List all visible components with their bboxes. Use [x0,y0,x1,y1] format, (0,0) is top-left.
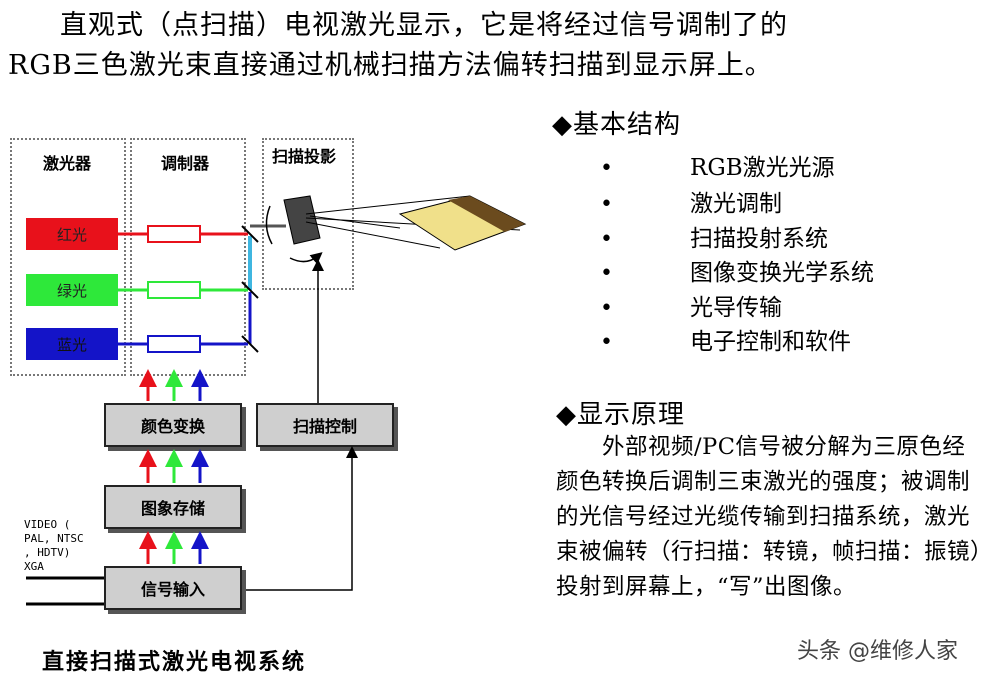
mirror-3 [241,335,259,353]
structure-heading: ◆基本结构 [552,110,681,140]
mirror-1 [241,225,259,243]
structure-item-1: •RGB激光光源 [600,155,835,181]
screen-image [448,196,525,232]
structure-item-6: •电子控制和软件 [600,329,851,355]
watermark: 头条 @维修人家 [797,639,958,664]
red-modulator [147,225,201,243]
red-laser-label: 红光 [56,225,87,244]
laser-header: 激光器 [42,154,91,173]
green-laser: 绿光 [26,274,118,306]
diagram-lines [26,195,527,606]
green-modulator [147,281,201,299]
structure-item-4: •图像变换光学系统 [600,260,874,286]
intro-text: 直观式（点扫描）电视激光显示，它是将经过信号调制了的 RGB三色激光束直接通过机… [8,6,988,86]
image-storage-box: 图象存储 [104,485,242,529]
scan-control-box: 扫描控制 [256,403,394,447]
structure-item-5: •光导传输 [600,295,782,321]
principle-text: 外部视频/PC信号被分解为三原色经颜色转换后调制三束激光的强度；被调制的光信号经… [556,434,982,600]
scan-mirror [283,195,321,245]
lens [265,205,273,245]
signal-to-scan-arrow [246,446,358,591]
intro-line-1: 直观式（点扫描）电视激光显示，它是将经过信号调制了的 [60,10,788,41]
scan-header: 扫描投影 [272,147,337,166]
video-label-line-2: PAL, NTSC [24,532,84,545]
color-transform-box: 颜色变换 [104,403,242,447]
green-laser-label: 绿光 [56,281,87,300]
structure-item-3: •扫描投射系统 [600,226,828,252]
principle-heading: ◆显示原理 [556,400,685,430]
intro-line-2: RGB三色激光束直接通过机械扫描方法偏转扫描到显示屏上。 [8,50,773,81]
blue-modulator [147,335,201,353]
rotation-arrow [289,252,323,265]
video-label-line-3: , HDTV) [24,546,71,559]
scan-column [262,138,354,290]
proj-ray-4 [309,215,401,229]
video-label-line-1: VIDEO ( [24,518,71,531]
proj-ray-1 [305,195,471,215]
diagram-caption: 直接扫描式激光电视系统 [42,649,307,675]
proj-ray-3 [305,221,441,249]
xga-label: XGA [24,560,44,573]
structure-item-2: •激光调制 [600,191,782,217]
signal-input-box: 信号输入 [104,566,242,610]
modulator-column [130,138,246,376]
mirror-2 [241,281,259,299]
modulator-header: 调制器 [160,154,209,173]
laser-column [10,138,126,376]
blue-laser-label: 蓝光 [56,335,87,354]
blue-laser: 蓝光 [26,328,118,360]
video-label: VIDEO ( PAL, NTSC , HDTV) XGA [24,518,84,574]
red-laser: 红光 [26,218,118,250]
